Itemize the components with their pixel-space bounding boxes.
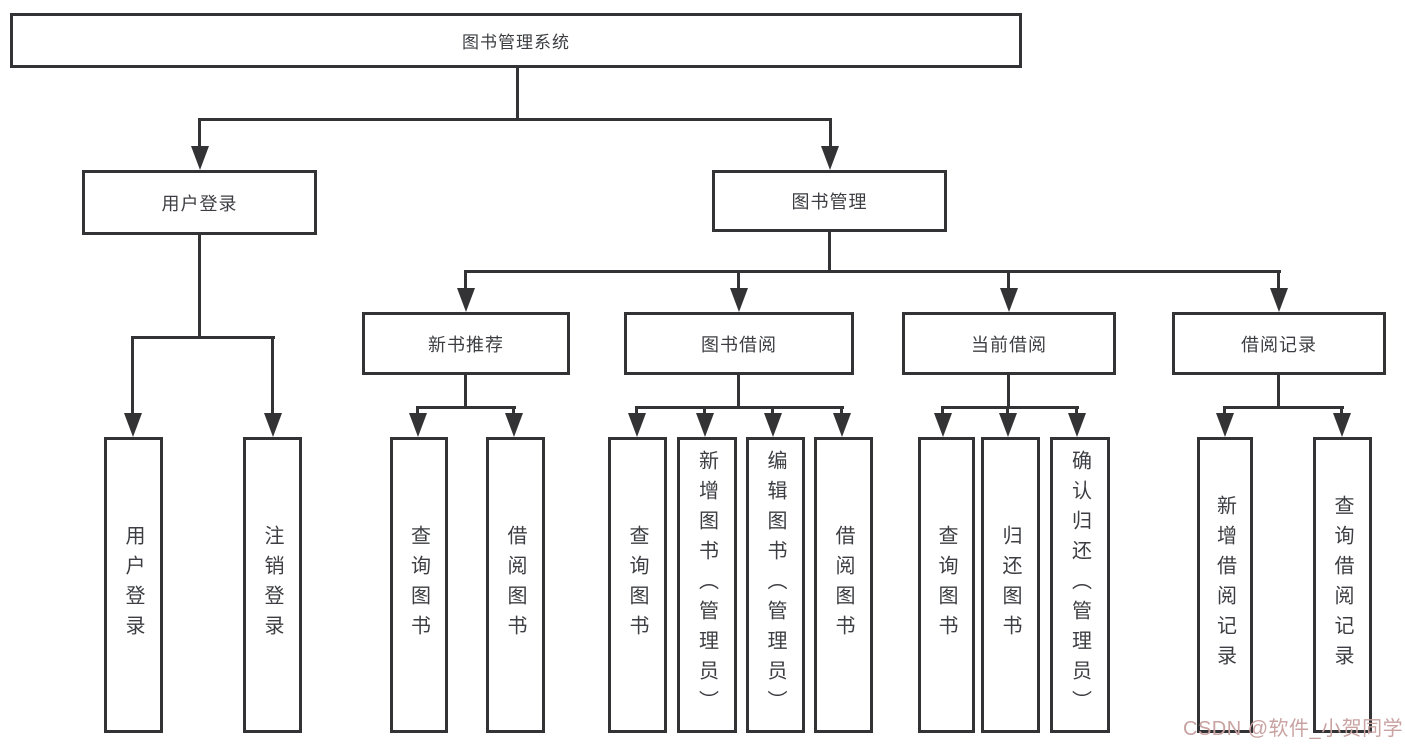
connector-leaf: [512, 406, 515, 415]
connector-book-borrowing-stub: [737, 375, 740, 408]
connector-user-login-stub: [198, 235, 201, 338]
node-book-management: 图书管理: [712, 170, 947, 232]
arrowhead-book-management-icon: [821, 146, 839, 170]
node-book-management-system: 图书管理系统: [10, 13, 1022, 68]
connector-borrowing-records-stub: [1277, 375, 1280, 408]
arrowhead-leaf-icon: [934, 413, 952, 437]
connector-user-login-split: [131, 336, 275, 339]
arrowhead-leaf-icon: [1216, 413, 1234, 437]
connector-to-new-book-recommend: [464, 270, 467, 290]
arrowhead-borrowing-records-icon: [1270, 288, 1288, 312]
arrowhead-leaf-icon: [628, 413, 646, 437]
connector-to-leaf-logout: [271, 336, 274, 416]
connector-current-borrowing-split: [941, 406, 1079, 409]
leaf-add-borrow-record: 新增借阅记录: [1197, 437, 1253, 733]
csdn-watermark: CSDN @软件_小贺同学: [1183, 718, 1404, 740]
connector-to-borrowing-records: [1277, 270, 1280, 290]
leaf-borrow-books-borrowing: 借阅图书: [814, 437, 873, 733]
arrowhead-new-book-recommend-icon: [457, 288, 475, 312]
node-user-login: 用户登录: [82, 170, 317, 235]
arrowhead-leaf-icon: [999, 413, 1017, 437]
node-current-borrowing: 当前借阅: [902, 312, 1116, 375]
leaf-edit-book-admin: 编辑图书（管理员）: [746, 437, 805, 733]
arrowhead-leaf-icon: [1068, 413, 1086, 437]
connector-leaf: [1223, 406, 1226, 415]
connector-leaf: [416, 406, 419, 415]
leaf-borrow-books-recommend: 借阅图书: [486, 437, 545, 733]
connector-to-user-login: [198, 118, 201, 150]
connector-to-book-borrowing: [737, 270, 740, 290]
node-new-book-recommend: 新书推荐: [362, 312, 570, 375]
leaf-add-book-admin: 新增图书（管理员）: [677, 437, 737, 733]
arrowhead-leaf-icon: [505, 413, 523, 437]
connector-to-book-management: [829, 118, 832, 150]
arrowhead-leaf-icon: [409, 413, 427, 437]
arrowhead-leaf-icon: [764, 413, 782, 437]
leaf-query-borrow-record: 查询借阅记录: [1313, 437, 1372, 733]
leaf-return-books: 归还图书: [981, 437, 1040, 733]
arrowhead-leaf-logout-icon: [264, 413, 282, 437]
leaf-user-login: 用户登录: [104, 437, 163, 733]
connector-current-borrowing-stub: [1007, 375, 1010, 408]
connector-to-current-borrowing: [1007, 270, 1010, 290]
connector-root-split: [198, 118, 832, 121]
arrowhead-leaf-user-login-icon: [124, 413, 142, 437]
connector-leaf: [1340, 406, 1343, 415]
arrowhead-current-borrowing-icon: [1000, 288, 1018, 312]
arrowhead-book-borrowing-icon: [730, 288, 748, 312]
connector-leaf: [703, 406, 706, 415]
connector-book-borrowing-split: [635, 406, 844, 409]
arrowhead-user-login-icon: [191, 146, 209, 170]
connector-new-book-recommend-stub: [464, 375, 467, 408]
leaf-logout: 注销登录: [243, 437, 302, 733]
connector-leaf: [771, 406, 774, 415]
connector-to-leaf-user-login: [131, 336, 134, 416]
leaf-query-books-borrowing: 查询图书: [608, 437, 667, 733]
connector-leaf: [840, 406, 843, 415]
connector-leaf: [1075, 406, 1078, 415]
node-book-borrowing: 图书借阅: [624, 312, 854, 375]
leaf-query-books-current: 查询图书: [918, 437, 975, 733]
connector-book-management-split: [465, 270, 1281, 273]
connector-new-book-recommend-split: [416, 406, 516, 409]
arrowhead-leaf-icon: [696, 413, 714, 437]
connector-leaf: [635, 406, 638, 415]
leaf-confirm-return-admin: 确认归还（管理员）: [1050, 437, 1110, 733]
connector-leaf: [941, 406, 944, 415]
connector-book-management-stub: [828, 232, 831, 272]
connector-borrowing-records-split: [1223, 406, 1344, 409]
arrowhead-leaf-icon: [1333, 413, 1351, 437]
leaf-query-books-recommend: 查询图书: [390, 437, 448, 733]
arrowhead-leaf-icon: [833, 413, 851, 437]
node-borrowing-records: 借阅记录: [1172, 312, 1386, 375]
connector-root-stub: [516, 68, 519, 120]
connector-leaf: [1006, 406, 1009, 415]
